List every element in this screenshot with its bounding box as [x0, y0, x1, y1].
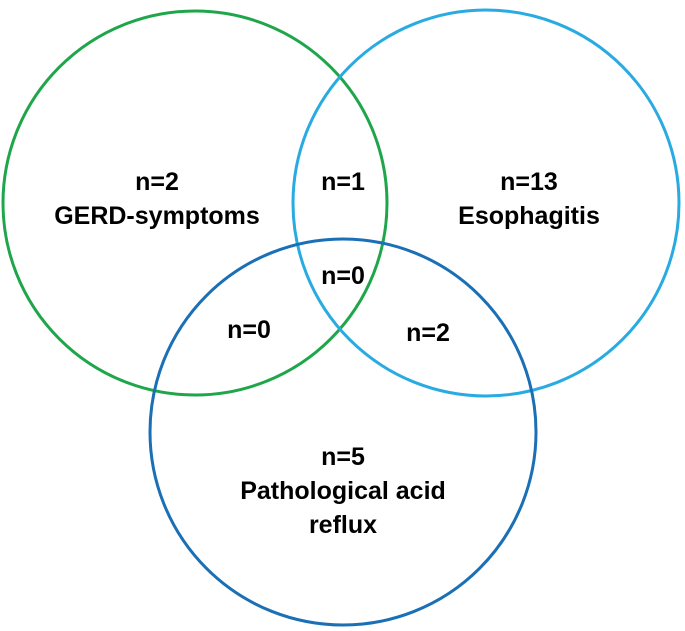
gerd-symptoms-count: n=2 — [135, 168, 179, 196]
all-three-intersection-count: n=0 — [321, 262, 365, 290]
gerd-symptoms-label: GERD-symptoms — [54, 202, 260, 230]
gerd-reflux-intersection-count: n=0 — [227, 316, 271, 344]
esophagitis-count: n=13 — [500, 168, 558, 196]
esophagitis-reflux-intersection-count: n=2 — [406, 319, 450, 347]
esophagitis-label: Esophagitis — [458, 202, 600, 230]
pathological-acid-reflux-circle — [148, 237, 538, 627]
esophagitis-circle — [291, 8, 681, 398]
pathological-acid-reflux-label-line-2: reflux — [309, 511, 377, 539]
gerd-symptoms-circle — [1, 9, 389, 397]
gerd-esophagitis-intersection-count: n=1 — [321, 168, 365, 196]
pathological-acid-reflux-label-line-1: Pathological acid — [240, 477, 446, 505]
pathological-acid-reflux-count: n=5 — [321, 443, 365, 471]
